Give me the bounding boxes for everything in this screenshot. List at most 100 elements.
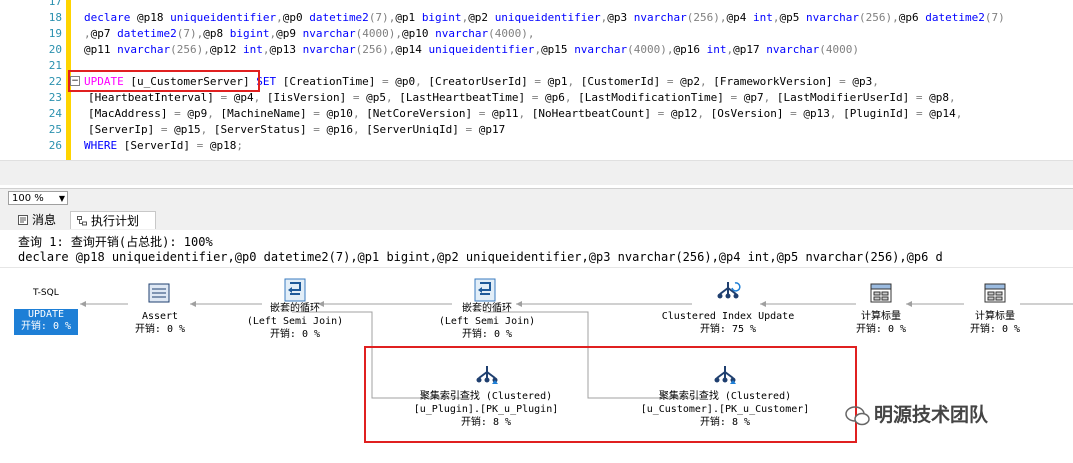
code-token: , — [461, 11, 469, 24]
divider — [0, 267, 1073, 268]
collapse-toggle-icon[interactable]: − — [70, 76, 80, 86]
clustered-index-seek-node-label[interactable]: 聚集索引查找 (Clustered) [u_Plugin].[PK_u_Plug… — [388, 390, 584, 429]
zoom-select[interactable]: 100 % ▼ — [8, 191, 68, 205]
sql-editor[interactable]: 17 18 19 20 21 22 23 24 25 26 − declare … — [0, 0, 1073, 188]
plan-connectors — [80, 301, 1073, 399]
tab-execution-plan[interactable]: 执行计划 — [70, 211, 156, 229]
code-token: , — [955, 107, 963, 120]
node-cost: 开销: 8 % — [699, 417, 751, 428]
code-line[interactable]: @p11 nvarchar(256),@p12 int,@p13 nvarcha… — [84, 42, 859, 58]
clustered-index-seek-node-label[interactable]: 聚集索引查找 (Clustered) [u_Customer].[PK_u_Cu… — [616, 390, 834, 429]
nested-loops-icon[interactable] — [284, 278, 306, 302]
code-token: @p10 — [326, 107, 353, 120]
code-line[interactable]: declare @p18 uniqueidentifier,@p0 dateti… — [84, 10, 1005, 26]
compute-scalar-icon[interactable] — [870, 282, 892, 304]
code-token: , — [567, 75, 581, 88]
code-token: (256) — [355, 43, 389, 56]
assert-icon[interactable] — [148, 282, 170, 304]
zoom-bar: 100 % ▼ — [0, 188, 1073, 209]
query-text: declare @p18 uniqueidentifier,@p0 dateti… — [18, 250, 943, 264]
code-token: = — [220, 91, 234, 104]
code-token: nvarchar — [633, 11, 687, 24]
code-line[interactable]: [MacAddress] = @p9, [MachineName] = @p10… — [88, 106, 962, 122]
code-token: = — [478, 107, 493, 120]
code-token: (4000) — [488, 27, 528, 40]
execution-plan-canvas[interactable]: 查询 1: 查询开销(占总批): 100% declare @p18 uniqu… — [0, 230, 1073, 463]
node-cost: 开销: 0 % — [134, 324, 186, 335]
code-token: = — [790, 107, 804, 120]
code-token: @p17 — [478, 123, 506, 136]
code-token: = — [382, 75, 396, 88]
code-line[interactable]: UPDATE [u_CustomerServer] SET [CreationT… — [84, 74, 879, 90]
compute-scalar-node-label[interactable]: 计算标量 开销: 0 % — [952, 310, 1038, 336]
code-token: @p18 — [209, 139, 237, 152]
code-token: SET — [256, 75, 283, 88]
editor-horizontal-scrollbar[interactable] — [0, 160, 1073, 185]
code-token: (7) — [176, 27, 197, 40]
code-token: @p4 — [726, 11, 754, 24]
code-token: [NoHeartbeatCount] — [531, 107, 658, 120]
tab-messages[interactable]: 消息 — [12, 211, 70, 229]
code-token: = — [313, 107, 327, 120]
code-token: , — [600, 11, 608, 24]
clustered-index-seek-icon[interactable] — [474, 364, 500, 386]
code-token: nvarchar — [302, 43, 356, 56]
nested-loops-node-label[interactable]: 嵌套的循环 (Left Semi Join) 开销: 0 % — [428, 302, 546, 341]
code-token: , — [352, 107, 367, 120]
clustered-index-update-icon[interactable] — [715, 280, 741, 302]
clustered-index-update-node-label[interactable]: Clustered Index Update 开销: 75 % — [650, 310, 806, 336]
code-token: , — [253, 91, 267, 104]
code-token: , — [949, 91, 956, 104]
code-token: [FrameworkVersion] — [713, 75, 840, 88]
code-token: (256) — [859, 11, 893, 24]
node-name: 聚集索引查找 (Clustered) — [419, 391, 553, 402]
compute-scalar-icon[interactable] — [984, 282, 1006, 304]
code-token: (4000) — [819, 43, 860, 56]
code-token: , — [388, 11, 396, 24]
code-token: = — [839, 75, 853, 88]
code-token: [ServerId] — [123, 139, 197, 152]
code-token: @p9 — [187, 107, 208, 120]
code-token: = — [531, 91, 545, 104]
assert-node-label[interactable]: Assert 开销: 0 % — [110, 310, 210, 336]
code-token: , — [527, 27, 535, 40]
code-token: , — [262, 43, 270, 56]
code-token: @p15 — [541, 43, 575, 56]
nested-loops-icon[interactable] — [474, 278, 496, 302]
code-token: , — [415, 75, 429, 88]
line-number-gutter: 17 18 19 20 21 22 23 24 25 26 — [0, 0, 66, 188]
code-token: @p4 — [233, 91, 254, 104]
code-token: @p5 — [366, 91, 387, 104]
compute-scalar-node-label[interactable]: 计算标量 开销: 0 % — [838, 310, 924, 336]
code-line[interactable]: ,@p7 datetime2(7),@p8 bigint,@p9 nvarcha… — [84, 26, 534, 42]
code-token: @p12 — [209, 43, 243, 56]
code-token: (256) — [170, 43, 204, 56]
code-token: nvarchar — [574, 43, 628, 56]
update-node[interactable]: UPDATE 开销: 0 % — [14, 309, 78, 335]
code-token: uniqueidentifier — [494, 11, 601, 24]
nested-loops-node-label[interactable]: 嵌套的循环 (Left Semi Join) 开销: 0 % — [236, 302, 354, 341]
code-line[interactable]: [ServerIp] = @p15, [ServerStatus] = @p16… — [88, 122, 505, 138]
code-token: [CreationTime] — [282, 75, 383, 88]
query-cost-header: 查询 1: 查询开销(占总批): 100% — [18, 235, 213, 249]
clustered-index-seek-icon[interactable] — [712, 364, 738, 386]
node-name: 嵌套的循环 — [270, 303, 320, 314]
code-token: , — [892, 11, 899, 24]
chevron-down-icon: ▼ — [58, 194, 65, 203]
code-token: @p6 — [898, 11, 926, 24]
code-token: @p9 — [276, 27, 303, 40]
node-cost: 开销: 8 % — [460, 417, 512, 428]
code-token: @p13 — [803, 107, 830, 120]
code-token: , — [763, 91, 777, 104]
code-token: , — [666, 43, 674, 56]
code-line[interactable]: WHERE [ServerId] = @p18; — [84, 138, 243, 154]
code-token: @p3 — [607, 11, 634, 24]
update-node-name: UPDATE — [27, 309, 65, 320]
node-object: [u_Customer].[PK_u_Customer] — [640, 404, 810, 415]
code-token: , — [388, 43, 396, 56]
update-node-cost: 开销: 0 % — [20, 321, 72, 332]
code-line[interactable]: [HeartbeatInterval] = @p4, [IisVersion] … — [88, 90, 956, 106]
code-token: , — [200, 123, 214, 136]
code-token: @p6 — [545, 91, 565, 104]
line-number: 22 — [48, 75, 62, 88]
